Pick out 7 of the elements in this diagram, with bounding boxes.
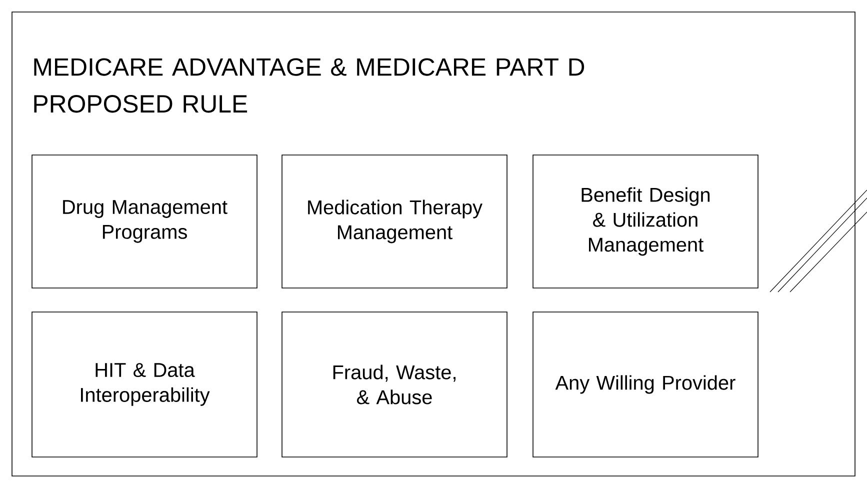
topic-box: Benefit Design & Utilization Management (532, 154, 758, 288)
topic-box: Fraud, Waste, & Abuse (282, 312, 508, 458)
topic-box: HIT & Data Interoperability (32, 312, 258, 458)
topic-box: Drug Management Programs (32, 154, 258, 288)
topic-box: Any Willing Provider (532, 312, 758, 458)
title: MEDICARE ADVANTAGE & MEDICARE PART D PROPOSED RULE (34, 58, 584, 113)
topic-box: Medication Therapy Management (282, 154, 508, 288)
